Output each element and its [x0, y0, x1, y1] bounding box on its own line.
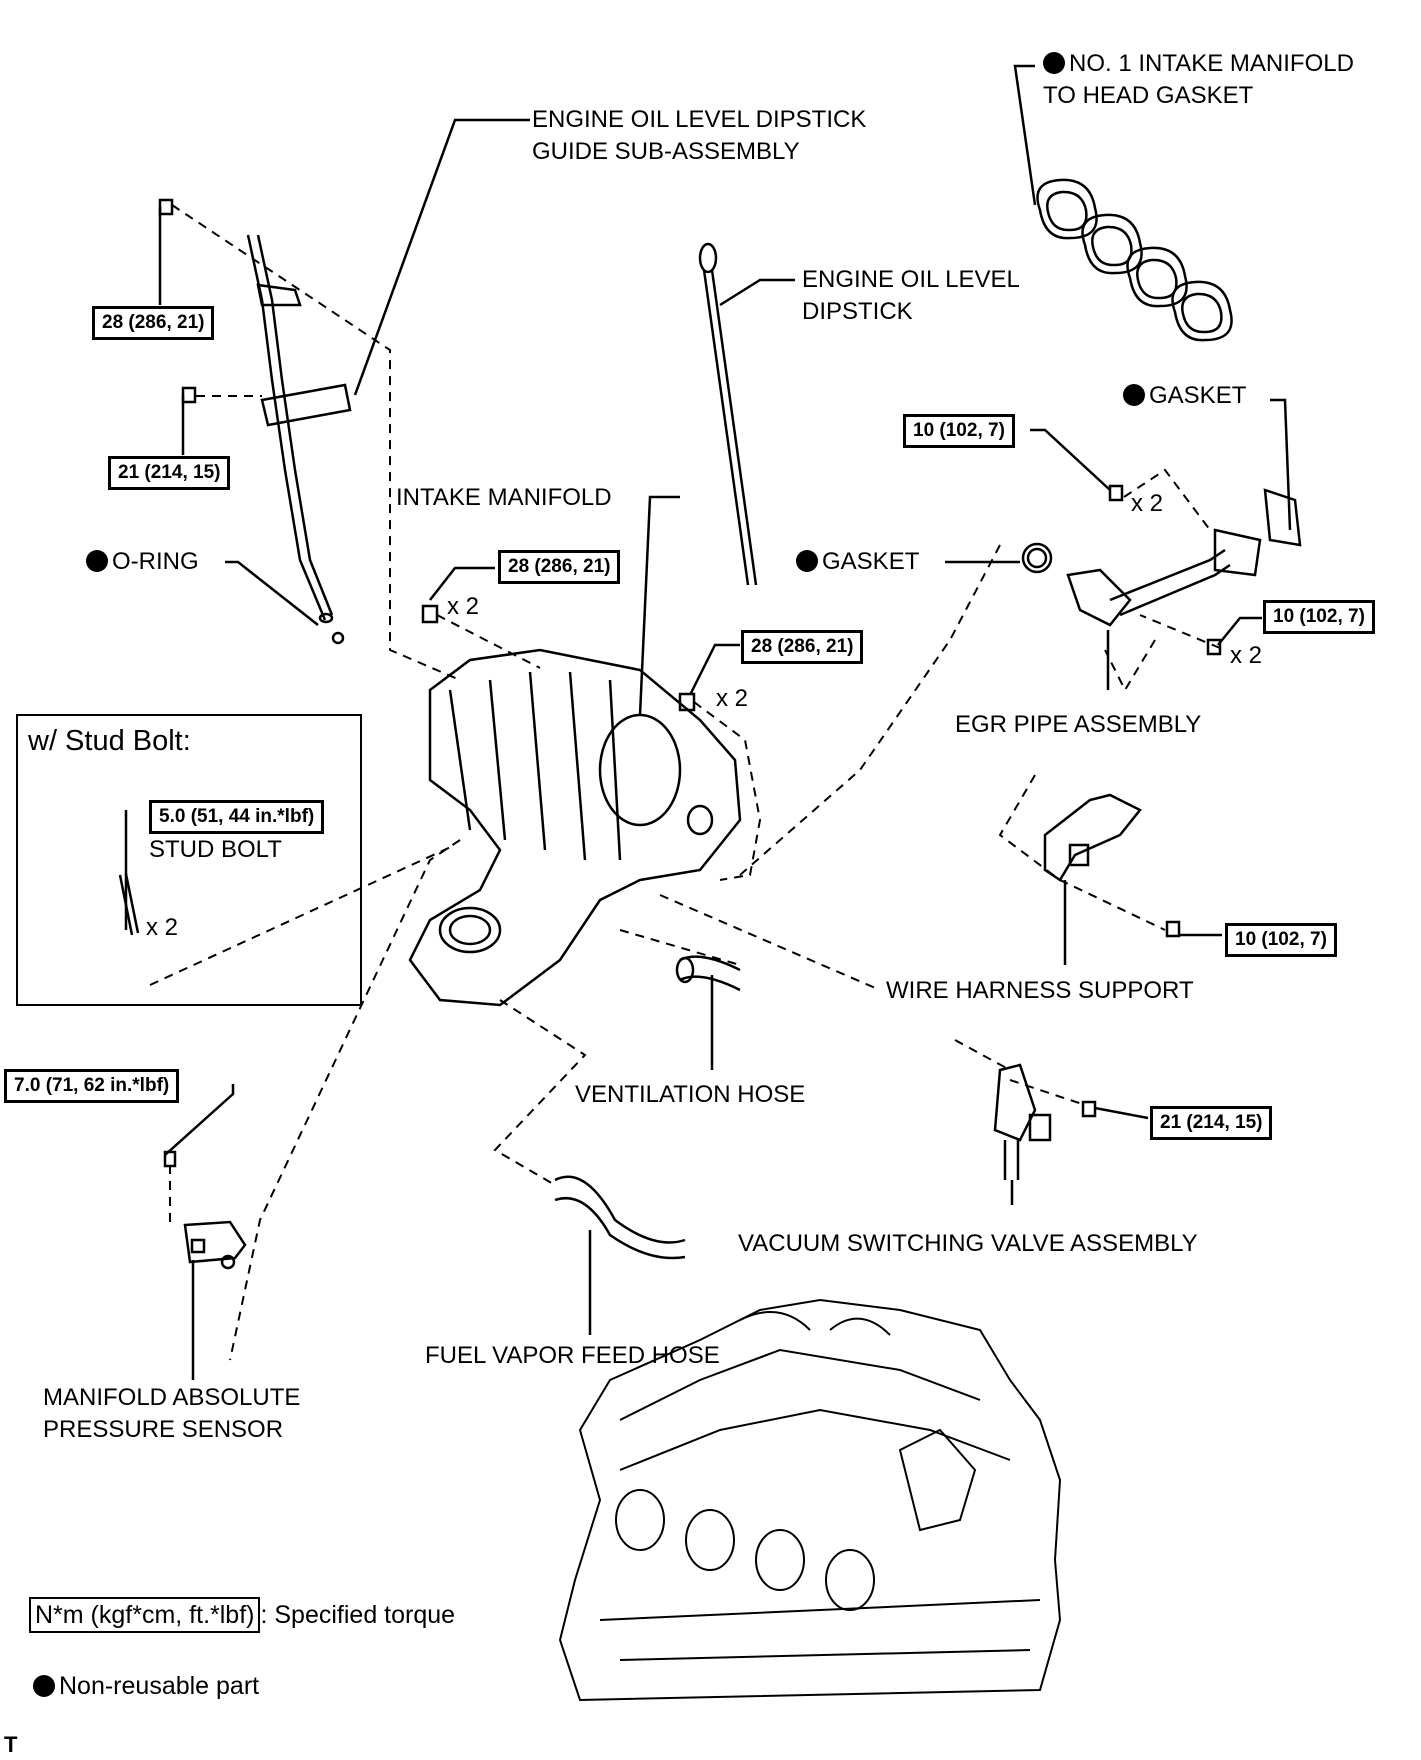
egr-gasket-upper-label: GASKET: [1123, 380, 1246, 412]
count-manifold-upper: x 2: [447, 593, 480, 620]
legend-torque: N*m (kgf*cm, ft.*lbf): Specified torque: [29, 1597, 455, 1633]
torque-manifold-right: 28 (286, 21): [741, 630, 864, 664]
torque-harness-support: 10 (102, 7): [1225, 923, 1337, 957]
torque-map-sensor: 7.0 (71, 62 in.*lbf): [4, 1069, 180, 1103]
torque-guide-upper: 28 (286, 21): [92, 306, 215, 340]
count-egr-upper: x 2: [1131, 490, 1164, 517]
count-stud-bolt: x 2: [146, 914, 179, 941]
ventilation-hose-label: VENTILATION HOSE: [575, 1081, 806, 1108]
non-reusable-dot-icon: [796, 550, 818, 572]
corner-mark: T: [4, 1732, 18, 1757]
non-reusable-dot-icon: [86, 550, 108, 572]
intake-gasket-drawing: [1036, 178, 1233, 342]
torque-manifold-upper: 28 (286, 21): [498, 550, 621, 584]
torque-guide-lower: 21 (214, 15): [108, 456, 231, 490]
o-ring-label: O-RING: [86, 546, 199, 578]
egr-pipe-label: EGR PIPE ASSEMBLY: [955, 711, 1202, 738]
intake-manifold-label: INTAKE MANIFOLD: [396, 484, 612, 511]
dipstick-guide-label: ENGINE OIL LEVEL DIPSTICK GUIDE SUB-ASSE…: [532, 106, 867, 165]
non-reusable-dot-icon: [1043, 52, 1065, 74]
count-egr-lower: x 2: [1230, 642, 1263, 669]
stud-bolt-label: STUD BOLT: [149, 836, 282, 863]
map-sensor-drawing: [183, 1220, 247, 1270]
vsv-drawing: [993, 1063, 1052, 1180]
legend-torque-box: N*m (kgf*cm, ft.*lbf): [29, 1597, 261, 1633]
fuel-vapor-hose-label: FUEL VAPOR FEED HOSE: [425, 1342, 720, 1369]
vsv-label: VACUUM SWITCHING VALVE ASSEMBLY: [738, 1230, 1198, 1257]
legend-nonreusable-text: Non-reusable part: [59, 1672, 260, 1700]
fuel-vapor-hose-drawing: [554, 1175, 686, 1260]
non-reusable-dot-icon: [1123, 384, 1145, 406]
harness-support-drawing: [1043, 793, 1142, 882]
legend-torque-text: : Specified torque: [260, 1601, 456, 1629]
egr-gasket-label: GASKET: [796, 546, 919, 578]
no1-intake-manifold-gasket-label: NO. 1 INTAKE MANIFOLD TO HEAD GASKET: [1043, 50, 1354, 109]
dipstick-guide-drawing: [246, 234, 352, 645]
torque-stud-bolt: 5.0 (51, 44 in.*lbf): [149, 800, 325, 834]
inset-title: w/ Stud Bolt:: [28, 725, 191, 757]
map-sensor-label: MANIFOLD ABSOLUTE PRESSURE SENSOR: [43, 1384, 301, 1443]
engine-block-drawing: [558, 1298, 1062, 1702]
intake-manifold-drawing: [408, 648, 742, 1007]
legend-nonreusable: Non-reusable part: [33, 1670, 259, 1702]
torque-vsv: 21 (214, 15): [1150, 1106, 1273, 1140]
count-manifold-right: x 2: [716, 685, 749, 712]
wire-harness-support-label: WIRE HARNESS SUPPORT: [886, 977, 1194, 1004]
non-reusable-dot-icon: [33, 1675, 55, 1697]
stud-bolt-inset: w/ Stud Bolt: 5.0 (51, 44 in.*lbf) STUD …: [16, 714, 362, 1006]
dipstick-label: ENGINE OIL LEVEL DIPSTICK: [802, 266, 1020, 325]
ventilation-hose-drawing: [675, 955, 741, 992]
bolt-drawings: [158, 198, 1222, 1168]
dipstick-drawing: [698, 242, 758, 586]
egr-pipe-drawing: [1066, 488, 1302, 627]
torque-egr-upper: 10 (102, 7): [903, 414, 1015, 448]
torque-egr-lower: 10 (102, 7): [1263, 600, 1375, 634]
